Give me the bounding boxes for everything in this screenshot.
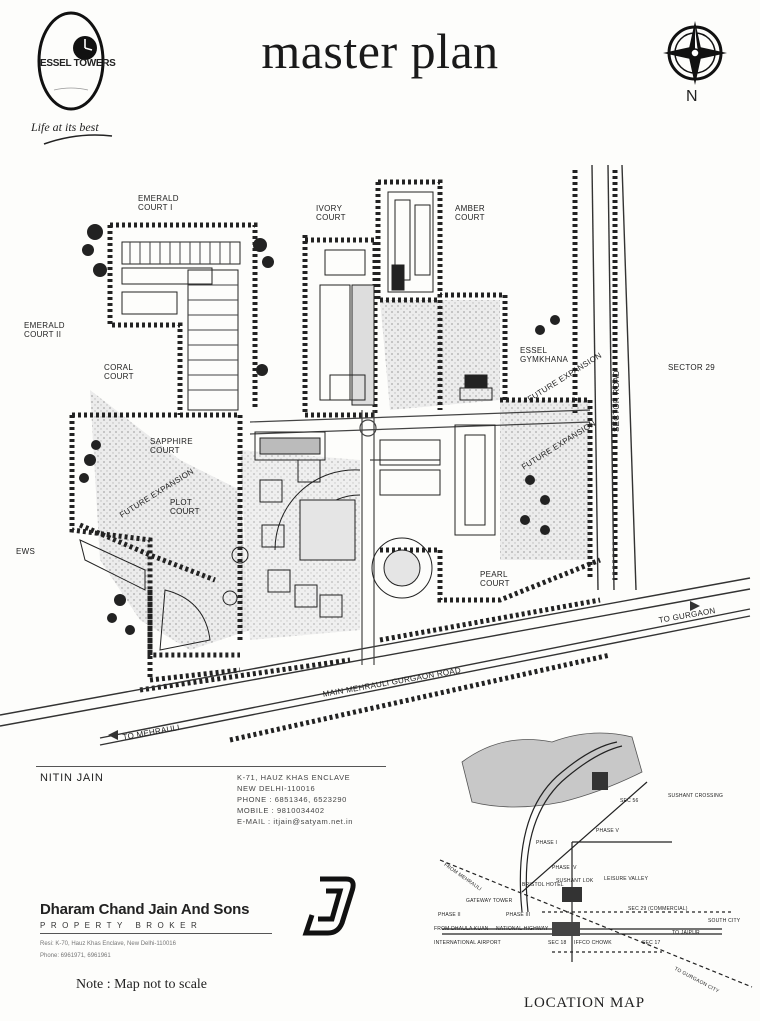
road-arrows: [108, 601, 700, 740]
pearl-court-buildings: [371, 424, 496, 599]
label-line: EMERALD: [138, 194, 179, 203]
map-label-sushant-lok: SUSHANT LOK: [556, 878, 594, 884]
firm-name: Dharam Chand Jain And Sons: [40, 901, 250, 918]
firm-logo-icon: [302, 876, 356, 936]
map-label-sec29-commercial: SEC 29 (COMMERCIAL): [628, 906, 688, 912]
essel-towers-logo-icon: [37, 11, 105, 111]
ews-buildings: [79, 539, 211, 651]
firm-address-line: Phone: 6961971, 6961961: [40, 953, 111, 959]
map-label-bristol-hotel: BRISTOL HOTEL: [522, 882, 564, 888]
firm-address-line: Resi: K-70, Hauz Khas Enclave, New Delhi…: [40, 941, 176, 947]
compass-north-label: N: [686, 88, 698, 105]
tree-clusters: [79, 224, 560, 635]
label-line: GYMKHANA: [520, 355, 569, 364]
map-label-phase2: PHASE II: [438, 912, 461, 918]
page-title: master plan: [261, 23, 499, 79]
map-label-phase3: PHASE III: [506, 912, 531, 918]
label-ews: EWS: [16, 547, 36, 556]
label-line: ESSEL: [520, 346, 548, 355]
label-sector-29: SECTOR 29: [668, 363, 716, 372]
label-line: COURT: [480, 579, 510, 588]
label-line: COURT: [150, 446, 180, 455]
address-line: E-MAIL : itjain@satyam.net.in: [237, 817, 354, 826]
map-label-sec18: SEC 18: [548, 940, 567, 946]
address-line: K-71, HAUZ KHAS ENCLAVE: [237, 773, 351, 782]
map-label-phase5: PHASE V: [596, 828, 620, 834]
label-line: SAPPHIRE: [150, 437, 193, 446]
label-line: PLOT: [170, 498, 193, 507]
label-line: COURT I: [138, 203, 173, 212]
map-label-international-airport: INTERNATIONAL AIRPORT: [434, 940, 501, 946]
label-line: COURT: [455, 213, 485, 222]
label-amber-court: AMBER COURT: [455, 204, 485, 222]
ivory-court-buildings: [319, 249, 375, 406]
map-label-gateway-tower: GATEWAY TOWER: [466, 898, 513, 904]
amber-court-buildings: [387, 191, 434, 293]
label-emerald-court-2: EMERALD COURT II: [24, 321, 65, 339]
label-ivory-court: IVORY COURT: [316, 204, 346, 222]
label-emerald-court-1: EMERALD COURT I: [138, 194, 179, 212]
address-line: PHONE : 6851346, 6523290: [237, 795, 347, 804]
map-label-south-city: SOUTH CITY: [708, 918, 741, 924]
label-line: COURT: [104, 372, 134, 381]
label-line: COURT: [316, 213, 346, 222]
scale-note: Note : Map not to scale: [76, 977, 208, 992]
firm-divider: [40, 933, 272, 934]
shaded-grounds: [90, 300, 590, 650]
label-line: EMERALD: [24, 321, 65, 330]
address-line: NEW DELHI-110016: [237, 784, 316, 793]
logo-brand-text: ESSEL TOWERS: [40, 58, 116, 69]
map-label-to-jaipur: TO JAIPUR: [672, 930, 700, 936]
map-label-phase1: PHASE I: [536, 840, 558, 846]
contact-address: K-71, HAUZ KHAS ENCLAVE NEW DELHI-110016…: [237, 772, 353, 827]
contact-divider: [36, 766, 386, 767]
label-pearl-court: PEARL COURT: [480, 570, 510, 588]
label-sector-road: SECTOR ROAD: [612, 370, 621, 432]
address-line: MOBILE : 9810034402: [237, 806, 325, 815]
essel-gymkhana-building: [459, 374, 493, 401]
map-label-leisure-valley: LEISURE VALLEY: [604, 876, 649, 882]
label-line: COURT: [170, 507, 200, 516]
map-label-national-highway: NATIONAL HIGHWAY: [496, 926, 549, 932]
location-map-drawing: [439, 732, 753, 988]
contact-name: NITIN JAIN: [40, 772, 104, 784]
emerald-court-1-buildings: [121, 241, 241, 411]
label-essel-gymkhana: ESSEL GYMKHANA: [520, 346, 568, 364]
label-line: AMBER: [455, 204, 485, 213]
map-label-sushant-crossing: SUSHANT CROSSING: [668, 793, 724, 799]
sector-road: [591, 164, 637, 591]
label-line: IVORY: [316, 204, 343, 213]
sapphire-court-buildings: [254, 431, 441, 496]
label-line: PEARL: [480, 570, 508, 579]
map-label-sec17: SEC 17: [642, 940, 661, 946]
master-plan-drawing: [0, 164, 751, 746]
firm-address: Resi: K-70, Hauz Khas Enclave, New Delhi…: [40, 938, 176, 962]
firm-role: PROPERTY BROKER: [40, 921, 203, 930]
location-map-title: LOCATION MAP: [524, 995, 645, 1011]
map-label-sec56: SEC 56: [620, 798, 639, 804]
tagline-swoosh-icon: [43, 134, 113, 145]
main-road: [0, 577, 751, 746]
tree-boundaries: [69, 170, 618, 743]
map-label-phase4: PHASE IV: [552, 865, 577, 871]
plot-court-buildings: [222, 459, 361, 618]
label-plot-court: PLOT COURT: [170, 498, 200, 516]
label-sapphire-court: SAPPHIRE COURT: [150, 437, 193, 455]
map-label-from-dhaula-kuan: FROM DHAULA KUAN: [434, 926, 489, 932]
label-line: COURT II: [24, 330, 62, 339]
label-coral-court: CORAL COURT: [104, 363, 134, 381]
compass-rose-icon: [663, 21, 727, 85]
logo-tagline: Life at its best: [31, 120, 99, 134]
map-label-iffco-chowk: IFFCO CHOWK: [574, 940, 612, 946]
label-line: CORAL: [104, 363, 134, 372]
